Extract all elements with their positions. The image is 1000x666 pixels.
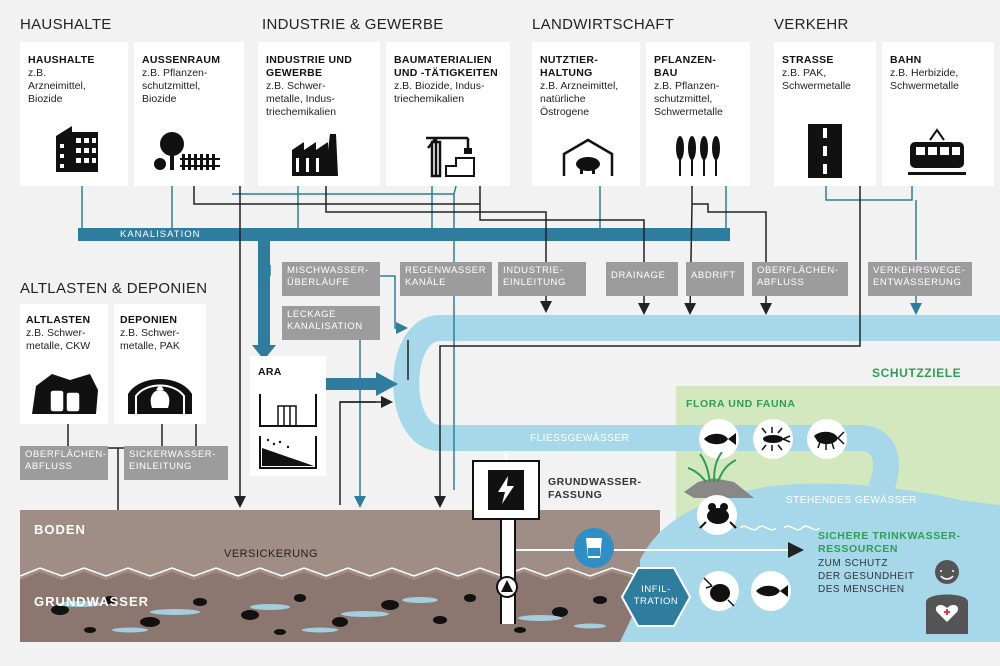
- source-card-altlasten: ALTLASTEN z.B. Schwer- metalle, CKW: [20, 304, 108, 424]
- fish-icon: [699, 419, 739, 459]
- stehendes-gewaesser-label: STEHENDES GEWÄSSER: [786, 495, 917, 506]
- source-desc: z.B. Biozide, Indus- triechemikalien: [394, 80, 485, 105]
- human-health-icon: [926, 560, 968, 634]
- source-card-bahn: BAHN z.B. Herbizide, Schwermetalle: [882, 42, 994, 186]
- source-card-pflanzenbau: PFLANZEN- BAU z.B. Pflanzen- schutzmitte…: [646, 42, 750, 186]
- ara-card: ARA: [250, 356, 326, 476]
- boden-label: BODEN: [34, 522, 86, 537]
- source-desc: z.B. Herbizide, Schwermetalle: [890, 67, 959, 92]
- source-title: BAUMATERIALIEN UND -TÄTIGKEITEN: [394, 54, 498, 79]
- fliessgewaesser-label: FLIESSGEWÄSSER: [530, 433, 630, 444]
- source-card-nutztierhaltung: NUTZTIER- HALTUNG z.B. Arzneimittel, nat…: [532, 42, 640, 186]
- label-industrieeinleitung: INDUSTRIE- EINLEITUNG: [498, 262, 586, 296]
- source-title: INDUSTRIE UND GEWERBE: [266, 54, 353, 79]
- source-desc: z.B. Pflanzen- schutzmittel, Schwermetal…: [654, 80, 723, 118]
- source-desc: z.B. Pflanzen- schutzmittel, Biozide: [142, 67, 208, 105]
- source-title: STRASSE: [782, 54, 834, 66]
- versickerung-label: VERSICKERUNG: [224, 548, 319, 560]
- factory-icon: [292, 134, 338, 176]
- groundwater-pebbles: [51, 594, 607, 635]
- source-title: AUSSENRAUM: [142, 54, 221, 66]
- frog-icon: [697, 495, 737, 535]
- landfill-bag-icon: [128, 379, 192, 414]
- river: [393, 315, 1000, 496]
- source-desc: z.B. Schwer- metalle, CKW: [26, 327, 91, 352]
- reeds-icon: [684, 452, 754, 498]
- source-card-aussenraum: AUSSENRAUM z.B. Pflanzen- schutzmittel, …: [134, 42, 244, 186]
- infiltration-hexagon: [620, 567, 692, 627]
- garden-tree-fence-icon: [154, 132, 220, 170]
- source-card-strasse: STRASSE z.B. PAK, Schwermetalle: [774, 42, 876, 186]
- water-glass-icon: [586, 538, 602, 558]
- source-title: ALTLASTEN: [26, 314, 91, 326]
- fassung-label: GRUNDWASSER- FASSUNG: [548, 476, 642, 501]
- train-icon: [908, 128, 966, 175]
- road-icon: [808, 124, 842, 178]
- insect-larva-icon: [753, 419, 793, 459]
- pig-barn-icon: [562, 138, 614, 176]
- source-desc: z.B. Schwer- metalle, PAK: [120, 327, 180, 352]
- ripple-lines: [740, 525, 820, 531]
- source-card-industrie: INDUSTRIE UND GEWERBE z.B. Schwer- metal…: [258, 42, 380, 186]
- source-title: PFLANZEN- BAU: [654, 54, 717, 79]
- source-desc: z.B. PAK, Schwermetalle: [782, 67, 851, 92]
- fish-icon-2: [751, 571, 791, 611]
- groundwater-intake: [472, 460, 540, 520]
- water-flea-icon: [699, 571, 739, 611]
- source-card-deponien: DEPONIEN z.B. Schwer- metalle, PAK: [114, 304, 206, 424]
- waste-barrels-icon: [32, 374, 98, 414]
- category-legacy: ALTLASTEN & DEPONIEN: [20, 280, 208, 297]
- label-oberflaechenabfluss: OBERFLÄCHEN- ABFLUSS: [752, 262, 848, 296]
- label-mischwasser: MISCHWASSER- ÜBERLÄUFE: [282, 262, 380, 296]
- source-desc: z.B. Schwer- metalle, Indus- triechemika…: [266, 80, 337, 118]
- schutzziele-heading: SCHUTZZIELE: [872, 366, 962, 380]
- label-verkehrswege: VERKEHRSWEGE- ENTWÄSSERUNG: [868, 262, 972, 296]
- apartment-building-icon: [56, 126, 98, 172]
- drinking-water-badge: [574, 528, 614, 568]
- treatment-plant-icon: [259, 394, 317, 469]
- construction-crane-icon: [426, 136, 475, 178]
- well-shaft: [500, 520, 516, 624]
- pump-icon: [496, 576, 518, 598]
- category-agriculture: LANDWIRTSCHAFT: [532, 16, 675, 33]
- label-sickerwasser: SICKERWASSER- EINLEITUNG: [124, 446, 228, 480]
- label-drainage: DRAINAGE: [606, 262, 678, 296]
- kanalisation-label: KANALISATION: [120, 229, 201, 240]
- source-card-baumaterialien: BAUMATERIALIEN UND -TÄTIGKEITEN z.B. Bio…: [386, 42, 510, 186]
- source-title: NUTZTIER- HALTUNG: [540, 54, 599, 79]
- kanalisation-bar: [78, 228, 730, 241]
- trinkwasser-heading: SICHERE TRINKWASSER- RESSOURCEN: [818, 530, 961, 555]
- grundwasser-label: GRUNDWASSER: [34, 594, 150, 609]
- source-card-haushalte: HAUSHALTE z.B. Arzneimittel, Biozide: [20, 42, 128, 186]
- label-leckage: LECKAGE KANALISATION: [282, 306, 380, 340]
- source-desc: z.B. Arzneimittel, natürliche Östrogene: [540, 80, 619, 118]
- label-oberflaechenabfluss-2: OBERFLÄCHEN- ABFLUSS: [20, 446, 108, 480]
- label-regenwasser: REGENWASSER KANÄLE: [400, 262, 492, 296]
- shrimp-icon: [807, 419, 847, 459]
- source-desc: z.B. Arzneimittel, Biozide: [28, 67, 86, 105]
- trinkwasser-desc: ZUM SCHUTZ DER GESUNDHEIT DES MENSCHEN: [818, 558, 915, 595]
- source-title: DEPONIEN: [120, 314, 178, 326]
- groundwater-streaks: [58, 597, 606, 633]
- lightning-icon: [498, 476, 514, 504]
- source-title: BAHN: [890, 54, 922, 66]
- category-households: HAUSHALTE: [20, 16, 112, 33]
- flora-fauna-heading: FLORA UND FAUNA: [686, 398, 796, 410]
- ara-title: ARA: [258, 366, 282, 378]
- category-traffic: VERKEHR: [774, 16, 849, 33]
- wheat-icon: [676, 136, 720, 176]
- source-title: HAUSHALTE: [28, 54, 95, 66]
- infiltration-label: INFIL- TRATION: [633, 584, 679, 607]
- label-abdrift: ABDRIFT: [686, 262, 744, 296]
- category-industry: INDUSTRIE & GEWERBE: [262, 16, 444, 33]
